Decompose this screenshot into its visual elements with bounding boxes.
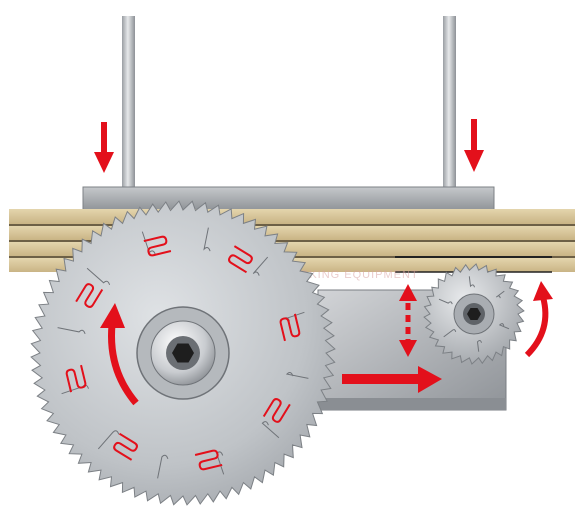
board-gap — [9, 224, 575, 226]
curved-arrow-icon — [100, 303, 139, 406]
expansion-slot — [285, 372, 309, 379]
scoring-blade-slots — [438, 276, 510, 352]
expansion-slot — [261, 421, 280, 439]
noise-slot-icon — [262, 398, 291, 423]
curved-arrow-icon — [524, 281, 553, 358]
scorer-housing-shade — [318, 398, 506, 410]
scoring-blade — [423, 263, 525, 365]
left-rod — [122, 16, 135, 192]
expansion-slot — [443, 329, 457, 338]
noise-slot-icon — [228, 245, 253, 274]
board-gap — [9, 240, 575, 242]
expansion-slot — [86, 267, 111, 285]
expansion-slot — [468, 276, 475, 288]
main-saw-blade — [30, 200, 336, 506]
expansion-slot — [203, 227, 211, 252]
expansion-slot — [476, 340, 482, 352]
noise-slots — [65, 235, 301, 471]
expansion-slot — [498, 323, 510, 330]
down-arrow-icon — [94, 122, 114, 173]
expansion-slot — [157, 454, 169, 479]
pressure-bar — [82, 186, 495, 212]
hex-bolt-icon — [467, 308, 481, 320]
noise-slot-icon — [113, 432, 138, 461]
noise-slot-icon — [194, 449, 223, 471]
motion-arrows — [94, 119, 553, 406]
board-layer — [9, 209, 575, 224]
noise-slot-icon — [75, 283, 104, 308]
expansion-slot — [438, 298, 453, 305]
noise-slot-icon — [143, 235, 172, 257]
down-arrow-icon — [464, 119, 484, 172]
expansion-slot — [252, 256, 269, 276]
right-arrow-icon — [342, 366, 442, 393]
right-rod — [443, 16, 456, 192]
expansion-slot — [97, 430, 120, 450]
noise-slot-icon — [279, 313, 301, 342]
hex-bolt-icon — [172, 343, 194, 363]
double-vertical-arrow-icon — [399, 284, 417, 357]
expansion-slot — [57, 327, 86, 335]
expansion-slot — [495, 290, 505, 299]
noise-slot-icon — [65, 364, 87, 393]
